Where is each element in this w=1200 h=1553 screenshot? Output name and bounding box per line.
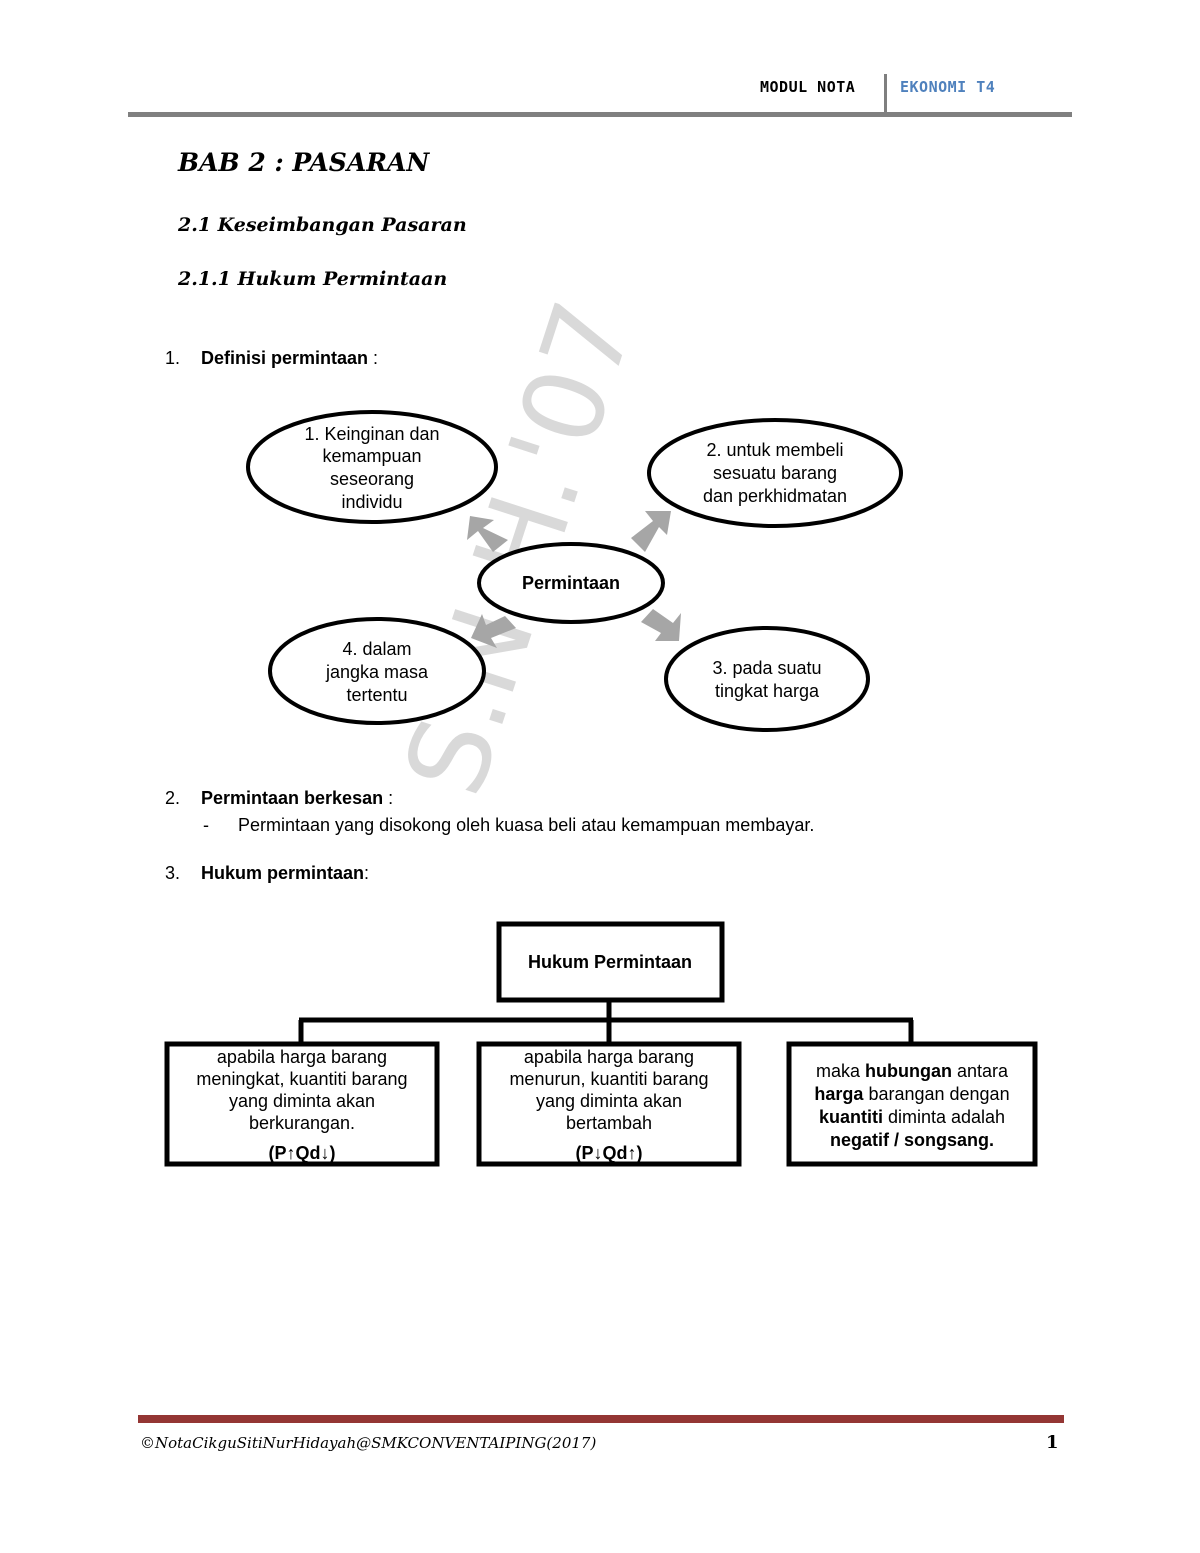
node-2-line-3: dan perkhidmatan: [703, 486, 847, 506]
point-number: 2.: [165, 788, 181, 808]
module-label: MODUL NOTA: [760, 78, 856, 96]
header-separator: [884, 74, 887, 112]
point-suffix: :: [383, 788, 394, 808]
header-rule: [128, 112, 1072, 117]
chapter-title: BAB 2 : PASARAN: [178, 148, 430, 177]
law-box-1: [164, 1041, 440, 1167]
law-box-3: [786, 1041, 1038, 1167]
box-3-bold-kuantiti: kuantiti: [819, 1107, 883, 1127]
arrow-to-node-4: [471, 614, 516, 648]
box-3-text: antara: [952, 1061, 1009, 1081]
definition-node-4: [268, 617, 486, 725]
definition-node-1: [246, 410, 498, 524]
node-3-line-1: 3. pada suatu: [712, 658, 821, 678]
node-1-line-2: kemampuan: [322, 446, 421, 466]
box-3-line-3: kuantiti diminta adalah: [819, 1107, 1005, 1127]
page-number: 1: [1046, 1432, 1059, 1453]
box-3-text: diminta adalah: [883, 1107, 1005, 1127]
definition-center-node: [477, 542, 665, 624]
subject-label: EKONOMI T4: [900, 78, 996, 96]
node-4-line-2: jangka masa: [325, 662, 429, 682]
definition-node-2: [647, 418, 903, 528]
box-2-line-4: bertambah: [566, 1113, 652, 1133]
law-diagram: Hukum Permintaan apabila harga barang me…: [164, 921, 1038, 1167]
center-label: Permintaan: [522, 573, 620, 593]
box-1-line-3: yang diminta akan: [229, 1091, 375, 1111]
box-3-bold-hubungan: hubungan: [865, 1061, 952, 1081]
arrow-to-node-1: [467, 516, 508, 552]
section-title: 2.1 Keseimbangan Pasaran: [178, 214, 467, 236]
box-3-text: barangan dengan: [863, 1084, 1009, 1104]
point-label: Permintaan berkesan: [201, 788, 384, 808]
point-3: 3. Hukum permintaan:: [165, 863, 369, 884]
point-number: 1.: [165, 348, 181, 368]
point-2: 2. Permintaan berkesan :: [165, 788, 393, 809]
footer-rule: [138, 1415, 1064, 1423]
box-2-formula: (P↓Qd↑): [576, 1143, 643, 1163]
node-3-line-2: tingkat harga: [715, 681, 820, 701]
point-number: 3.: [165, 863, 181, 883]
subsection-title: 2.1.1 Hukum Permintaan: [178, 268, 448, 290]
node-4-line-3: tertentu: [346, 685, 407, 705]
point-label: Hukum permintaan: [201, 863, 365, 883]
node-1-line-1: 1. Keinginan dan: [304, 424, 439, 444]
point-suffix: :: [364, 863, 370, 883]
box-1-line-4: berkurangan.: [249, 1113, 355, 1133]
node-1-line-3: seseorang: [330, 469, 414, 489]
box-3-bold-harga: harga: [814, 1084, 864, 1104]
box-1-line-2: meningkat, kuantiti barang: [196, 1069, 407, 1089]
box-3-line-1: maka hubungan antara: [816, 1061, 1009, 1081]
box-3-line-4: negatif / songsang.: [830, 1130, 994, 1150]
point-2-detail: - Permintaan yang disokong oleh kuasa bel…: [203, 815, 814, 836]
box-3-line-2: harga barangan dengan: [814, 1084, 1009, 1104]
definition-node-3: [664, 626, 870, 732]
definition-diagram: Permintaan 1. Keinginan dan kemampuan se…: [246, 410, 903, 732]
box-2-line-2: menurun, kuantiti barang: [509, 1069, 708, 1089]
box-1-formula: (P↑Qd↓): [269, 1143, 336, 1163]
node-2-line-1: 2. untuk membeli: [706, 440, 843, 460]
node-2-line-2: sesuatu barang: [713, 463, 837, 483]
box-2-line-3: yang diminta akan: [536, 1091, 682, 1111]
detail-text: Permintaan yang disokong oleh kuasa beli…: [238, 815, 815, 835]
box-3-text: maka: [816, 1061, 865, 1081]
point-suffix: :: [368, 348, 379, 368]
box-2-line-1: apabila harga barang: [524, 1047, 694, 1067]
footer-copyright: ©NotaCikguSitiNurHidayah@SMKCONVENTAIPIN…: [140, 1434, 597, 1452]
node-1-line-4: individu: [341, 492, 402, 512]
arrow-to-node-2: [631, 511, 671, 552]
point-label: Definisi permintaan: [201, 348, 369, 368]
law-box-2: [476, 1041, 742, 1167]
law-root-label: Hukum Permintaan: [528, 952, 692, 972]
box-1-line-1: apabila harga barang: [217, 1047, 387, 1067]
node-4-line-1: 4. dalam: [342, 639, 411, 659]
arrow-to-node-3: [641, 609, 681, 641]
dash-marker: -: [203, 815, 209, 835]
point-1: 1. Definisi permintaan :: [165, 348, 378, 369]
